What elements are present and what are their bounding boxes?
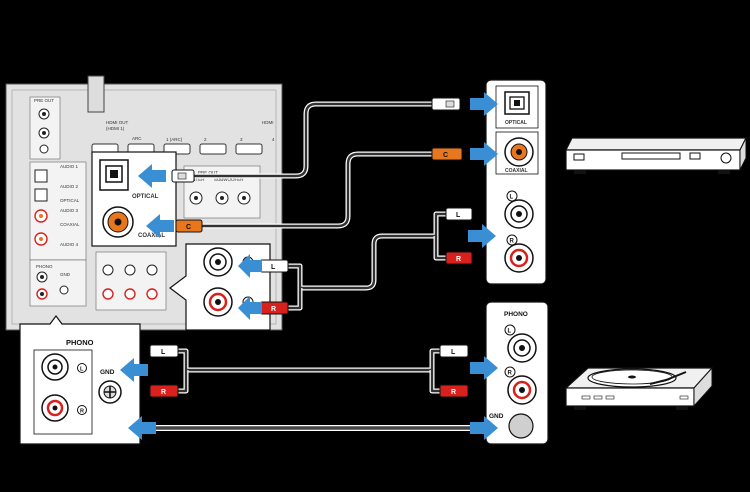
plugs: C C L R L R L R L R	[149, 97, 473, 398]
coaxial-plug-cd	[431, 147, 463, 161]
antenna-bracket	[87, 75, 105, 113]
receiver-hdmi-right-label: HDMI	[262, 120, 274, 125]
left-plug-receiver-label: L	[271, 264, 276, 271]
receiver-hdmi-out-sub: (HDMI 1)	[106, 126, 125, 131]
receiver-audio4-label: AUDIO 4	[60, 242, 79, 247]
turntable-jack-panel: PHONO L R GND	[485, 301, 549, 445]
arrow-into-turntable-gnd-icon	[470, 416, 498, 440]
receiver-phono-label: PHONO	[36, 264, 53, 269]
receiver-audio2-label: AUDIO 2	[60, 184, 79, 189]
turntable-gnd-label: GND	[489, 413, 504, 420]
zoom-phono: PHONO L R GND	[19, 315, 141, 445]
turntable-right-mark: R	[508, 371, 513, 377]
cd-player-jack-panel: OPTICAL COAXIAL L R	[485, 79, 547, 285]
turntable-left-mark: L	[508, 329, 512, 335]
left-plug-phono-receiver	[149, 344, 179, 358]
arrow-into-turntable-left-icon	[470, 356, 498, 380]
receiver-pre-out-label: PRE OUT	[34, 98, 54, 103]
receiver-arc-label: ARC	[132, 136, 142, 141]
receiver-audio1-optical-jack	[34, 169, 48, 183]
receiver-left-jacks: PRE OUT	[29, 96, 61, 160]
coaxial-plug-cd-label: C	[443, 152, 448, 159]
arrow-into-receiver-coaxial-icon	[146, 214, 174, 238]
receiver-optical-label: OPTICAL	[60, 198, 80, 203]
right-plug-turntable	[439, 384, 469, 398]
right-plug-receiver-label: R	[271, 306, 276, 313]
receiver-coaxial-label: COAXIAL	[60, 222, 80, 227]
arrow-into-cd-analog-icon	[468, 224, 496, 248]
left-plug-cd	[445, 207, 473, 221]
turntable-gnd-terminal-icon	[508, 413, 534, 439]
receiver-audio3-label: AUDIO 3	[60, 208, 79, 213]
cd-right-mark: R	[510, 239, 515, 245]
arrow-into-receiver-right-icon	[238, 296, 262, 320]
turntable-phono-label: PHONO	[504, 311, 528, 318]
hdmi-port-label-3: 3	[240, 137, 243, 142]
receiver-hdmi-ports: 1 (ARC) 2 3 4	[91, 137, 275, 155]
zoom-phono-right-mark: R	[80, 409, 84, 415]
zoom-coaxial-label: COAXIAL	[138, 233, 165, 239]
receiver-rca-grid	[95, 251, 167, 311]
coaxial-plug-receiver	[175, 219, 203, 233]
zoom-gnd-label: GND	[100, 369, 115, 376]
zoom-phono-label: PHONO	[66, 338, 94, 347]
zoom-optical-label: OPTICAL	[132, 194, 159, 200]
arrow-into-receiver-optical-icon	[138, 164, 166, 188]
turntable-icon	[564, 366, 714, 410]
arrow-into-receiver-left-icon	[238, 254, 262, 278]
cd-player-icon	[565, 137, 747, 174]
receiver-center-label: CENTER	[186, 177, 205, 182]
cd-left-mark: L	[510, 195, 514, 201]
arrow-into-receiver-gnd-icon	[128, 416, 156, 440]
receiver-subwoofer-label: SUBWOOFER	[214, 177, 244, 182]
receiver-audio-inputs: AUDIO 1 AUDIO 2 AUDIO 3 AUDIO 4 OPTICAL …	[29, 161, 87, 261]
right-plug-turntable-label: R	[451, 389, 456, 396]
left-plug-turntable-label: L	[451, 349, 456, 356]
blue-arrows	[120, 92, 498, 440]
arrow-into-cd-optical-icon	[470, 92, 498, 116]
arrow-into-receiver-phono-left-icon	[120, 358, 148, 382]
hdmi-port-label-2: 2	[204, 137, 207, 142]
receiver-pre-out-title: PRE OUT	[198, 170, 218, 175]
left-plug-cd-label: L	[456, 212, 461, 219]
receiver-hdmi-out-label: HDMI OUT	[106, 120, 128, 125]
left-plug-turntable	[439, 344, 469, 358]
left-plug-phono-receiver-label: L	[161, 349, 166, 356]
receiver-phono-block: PHONO GND	[29, 259, 87, 307]
right-plug-cd-label: R	[456, 256, 461, 263]
cd-optical-label: OPTICAL	[505, 120, 527, 126]
cables	[156, 101, 470, 431]
receiver-audio2-optical-jack	[34, 188, 48, 202]
right-plug-cd	[445, 251, 473, 265]
receiver-gnd-label: GND	[60, 272, 71, 277]
right-plug-phono-receiver	[149, 384, 179, 398]
right-plug-phono-receiver-label: R	[161, 389, 166, 396]
receiver-audio1-label: AUDIO 1	[60, 164, 79, 169]
coaxial-plug-receiver-label: C	[186, 224, 191, 231]
cd-coaxial-label: COAXIAL	[505, 168, 528, 174]
arrow-into-cd-coaxial-icon	[470, 142, 498, 166]
zoom-phono-left-mark: L	[80, 367, 84, 373]
hdmi-port-label-1: 1 (ARC)	[166, 137, 183, 142]
hdmi-port-label-4: 4	[272, 137, 275, 142]
